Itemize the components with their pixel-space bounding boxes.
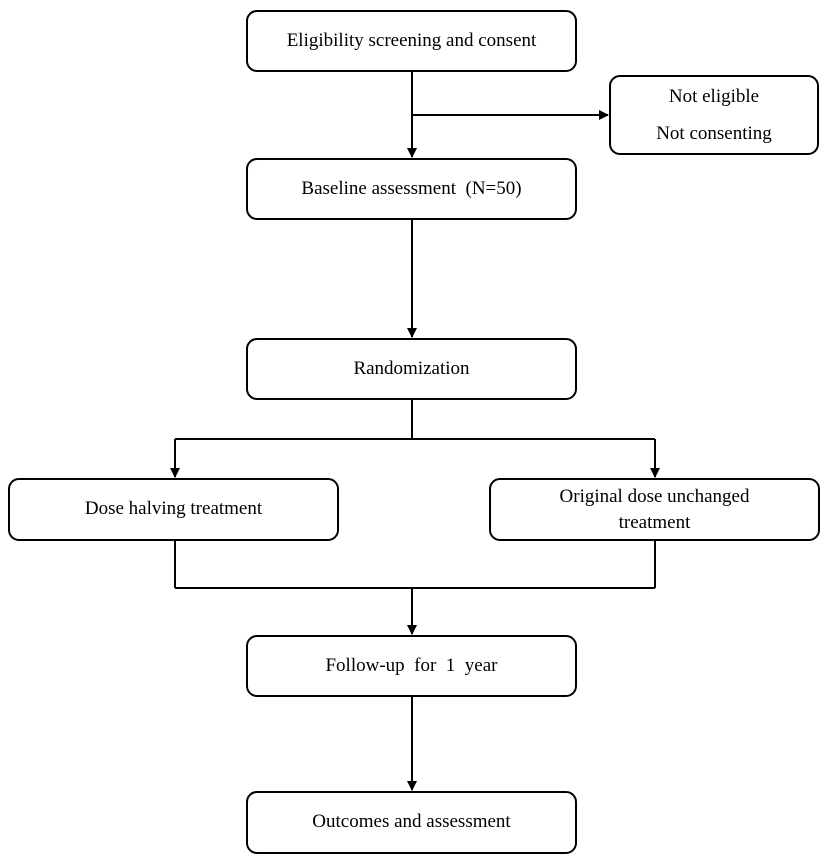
follow-up-box: Follow-up for 1 year: [246, 635, 577, 697]
eligibility-screening-label: Eligibility screening and consent: [286, 29, 537, 51]
outcomes-box: Outcomes and assessment: [246, 791, 577, 854]
baseline-assessment-box: Baseline assessment (N=50): [246, 158, 577, 220]
randomization-box: Randomization: [246, 338, 577, 400]
eligibility-screening-box: Eligibility screening and consent: [246, 10, 577, 72]
not-consenting-label: Not consenting: [656, 123, 772, 144]
dose-halving-box: Dose halving treatment: [8, 478, 339, 541]
randomization-label: Randomization: [353, 357, 470, 379]
original-dose-box: Original dose unchanged treatment: [489, 478, 820, 541]
baseline-assessment-label: Baseline assessment (N=50): [301, 177, 522, 199]
not-eligible-label: Not eligible: [668, 85, 760, 107]
outcomes-label: Outcomes and assessment: [312, 811, 511, 833]
excluded-box: Not eligible Not consenting: [609, 75, 819, 155]
dose-halving-label: Dose halving treatment: [84, 498, 263, 520]
original-dose-label-line1: Original dose unchanged: [559, 485, 750, 507]
original-dose-label-line2: treatment: [618, 511, 691, 533]
follow-up-label: Follow-up for 1 year: [325, 654, 498, 676]
